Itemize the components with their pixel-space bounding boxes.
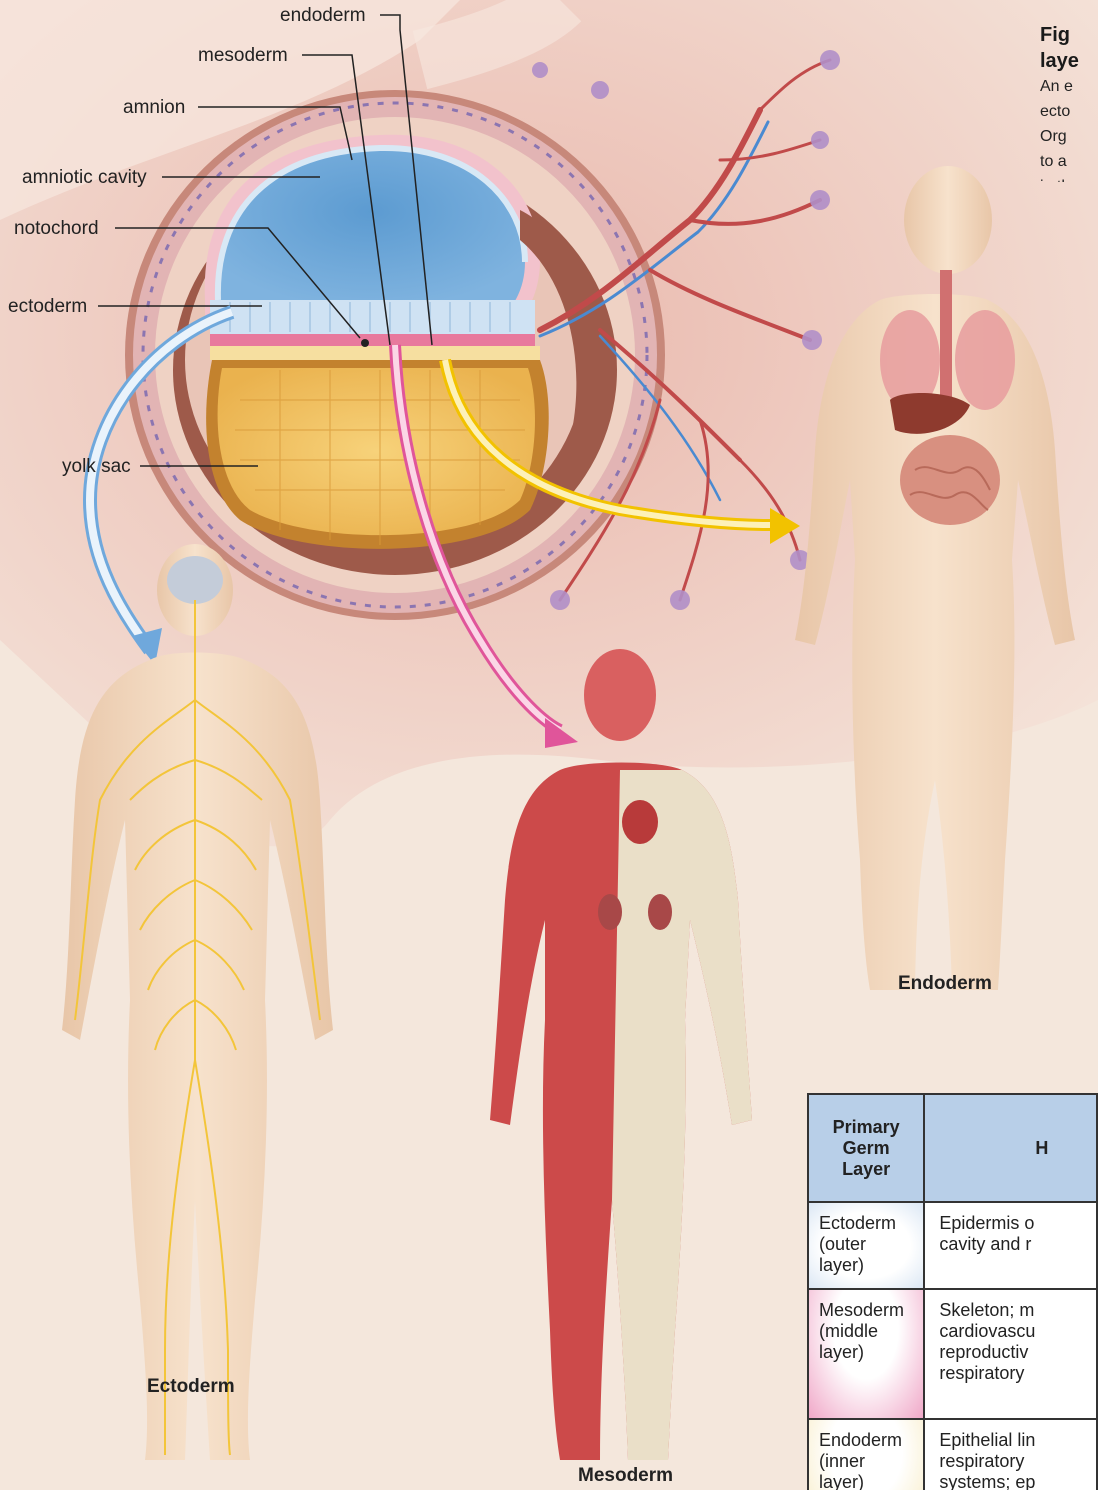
function-cell-endoderm: Epithelial lin respiratory systems; ep <box>924 1419 1097 1490</box>
amniotic-cavity-label: amniotic cavity <box>22 167 147 189</box>
function-line: reproductiv <box>939 1342 1082 1363</box>
endoderm-caption: Endoderm <box>898 973 992 995</box>
mesoderm-caption: Mesoderm <box>578 1465 673 1487</box>
function-line: Epithelial lin <box>939 1430 1082 1451</box>
figure-body-line: Org <box>1040 124 1098 149</box>
function-line: respiratory <box>939 1451 1082 1472</box>
figure-title-2: laye <box>1040 48 1098 74</box>
figure-body-line: An e <box>1040 74 1098 99</box>
table-header-row: Primary Germ Layer H <box>808 1094 1097 1202</box>
layer-name: Endoderm <box>819 1430 913 1451</box>
function-line: cavity and r <box>939 1234 1082 1255</box>
layer-name: Mesoderm <box>819 1300 913 1321</box>
header-function: H <box>924 1094 1097 1202</box>
endoderm-label: endoderm <box>280 5 366 27</box>
function-cell-mesoderm: Skeleton; m cardiovascu reproductiv resp… <box>924 1289 1097 1419</box>
notochord-label: notochord <box>14 218 99 240</box>
germ-layer-table: Primary Germ Layer H Ectoderm (outer lay… <box>807 1093 1098 1490</box>
mesoderm-label: mesoderm <box>198 45 288 67</box>
figure-legend: Fig laye An e ecto Org to a in th <box>1040 22 1098 182</box>
function-line: Skeleton; m <box>939 1300 1082 1321</box>
germ-layer-table-clip: Primary Germ Layer H Ectoderm (outer lay… <box>807 1093 1098 1490</box>
function-line: systems; ep <box>939 1472 1082 1490</box>
layer-cell-mesoderm: Mesoderm (middle layer) <box>808 1289 924 1419</box>
header-line: Primary <box>817 1117 915 1138</box>
function-cell-ectoderm: Epidermis o cavity and r <box>924 1202 1097 1289</box>
ectoderm-caption: Ectoderm <box>147 1376 235 1398</box>
ectoderm-label: ectoderm <box>8 296 87 318</box>
function-line: cardiovascu <box>939 1321 1082 1342</box>
layer-name: Ectoderm <box>819 1213 913 1234</box>
table-row: Endoderm (inner layer) Epithelial lin re… <box>808 1419 1097 1490</box>
amnion-label: amnion <box>123 97 185 119</box>
table-row: Mesoderm (middle layer) Skeleton; m card… <box>808 1289 1097 1419</box>
function-line: Epidermis o <box>939 1213 1082 1234</box>
header-line: Germ Layer <box>817 1138 915 1180</box>
layer-desc: (inner layer) <box>819 1451 913 1490</box>
header-primary-germ-layer: Primary Germ Layer <box>808 1094 924 1202</box>
layer-cell-ectoderm: Ectoderm (outer layer) <box>808 1202 924 1289</box>
figure-body-line: to a <box>1040 149 1098 174</box>
figure-body-line: in th <box>1040 174 1098 182</box>
table-row: Ectoderm (outer layer) Epidermis o cavit… <box>808 1202 1097 1289</box>
yolk-sac-label: yolk sac <box>62 456 131 478</box>
function-line: respiratory <box>939 1363 1082 1384</box>
layer-desc: (outer layer) <box>819 1234 913 1276</box>
layer-cell-endoderm: Endoderm (inner layer) <box>808 1419 924 1490</box>
figure-title-1: Fig <box>1040 22 1098 48</box>
figure-body-line: ecto <box>1040 99 1098 124</box>
layer-desc: (middle layer) <box>819 1321 913 1363</box>
